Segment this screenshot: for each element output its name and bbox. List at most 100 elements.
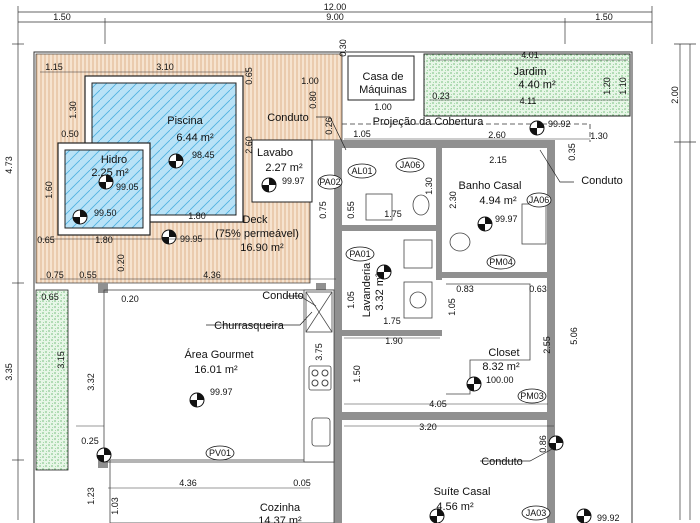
cooktop bbox=[308, 365, 332, 391]
dim-1-50: 1.50 bbox=[352, 365, 362, 383]
area-lavanderia: 3.32 m² bbox=[374, 273, 386, 311]
lot-outline bbox=[33, 51, 633, 523]
dim-0-63: 0.63 bbox=[529, 284, 547, 294]
dim-side-lower: 3.35 bbox=[4, 363, 14, 381]
dim-0-25: 0.25 bbox=[81, 436, 99, 446]
level-marks: 98.45 99.05 99.50 99.95 99.97 99.92 99.9… bbox=[72, 119, 620, 523]
tag-pm03: PM03 bbox=[520, 391, 544, 401]
dim-1-20: 1.20 bbox=[602, 77, 612, 95]
dim-left: 1.50 bbox=[53, 12, 71, 22]
label-projecao: Projeção da Cobertura bbox=[373, 116, 485, 128]
tag-ja06-banho: JA06 bbox=[529, 195, 550, 205]
label-casa-maquinas-2: Máquinas bbox=[359, 84, 407, 96]
level-99-97-gourmet: 99.97 bbox=[210, 387, 233, 397]
tag-pa02: PA02 bbox=[319, 177, 340, 187]
label-cozinha: Cozinha bbox=[260, 502, 301, 514]
dim-0-30: 0.30 bbox=[338, 39, 348, 57]
dim-0-65-left: 0.65 bbox=[37, 235, 55, 245]
dim-right: 1.50 bbox=[595, 12, 613, 22]
label-conduto-1: Conduto bbox=[267, 112, 309, 124]
tag-pm04: PM04 bbox=[489, 257, 513, 267]
dim-1-10: 1.10 bbox=[618, 77, 628, 95]
tags bbox=[205, 157, 552, 521]
dim-0-23: 0.23 bbox=[432, 91, 450, 101]
laundry-tank bbox=[403, 239, 433, 269]
washing-machine bbox=[403, 281, 433, 319]
dim-1-75-b: 1.75 bbox=[384, 209, 402, 219]
leader-lines bbox=[206, 116, 574, 462]
dim-4-36-b: 4.36 bbox=[179, 478, 197, 488]
casa-maquinas-room bbox=[347, 55, 415, 101]
dim-1-23: 1.23 bbox=[86, 487, 96, 505]
area-deck: 16.90 m² bbox=[240, 242, 284, 254]
dim-middle: 9.00 bbox=[326, 12, 344, 22]
internal-dimensions: 1.15 3.10 0.65 1.30 0.50 1.60 1.80 1.80 … bbox=[37, 39, 628, 515]
walls bbox=[98, 140, 555, 523]
dim-0-65-top: 0.65 bbox=[244, 67, 254, 85]
sink bbox=[311, 417, 331, 447]
level-mark bbox=[72, 209, 88, 225]
level-mark bbox=[529, 120, 545, 136]
dim-2-60-b: 2.60 bbox=[488, 130, 506, 140]
dim-1-00-a: 1.00 bbox=[374, 102, 392, 112]
label-jardim: Jardim bbox=[513, 66, 546, 78]
gourmet-outline bbox=[103, 289, 335, 463]
area-lavabo: 2.27 m² bbox=[265, 162, 303, 174]
dim-4-36-a: 4.36 bbox=[203, 270, 221, 280]
dim-1-15: 1.15 bbox=[45, 62, 63, 72]
dim-2-30: 2.30 bbox=[448, 191, 458, 209]
dim-2-15: 2.15 bbox=[489, 155, 507, 165]
dim-side-right: 2.00 bbox=[670, 86, 680, 104]
dim-side-upper: 4.73 bbox=[4, 156, 14, 174]
dim-1-60: 1.60 bbox=[44, 181, 54, 199]
label-closet: Closet bbox=[488, 347, 519, 359]
lavabo-sink bbox=[365, 193, 393, 221]
level-mark bbox=[261, 177, 277, 193]
lavabo-toilet bbox=[412, 194, 430, 216]
dim-0-65-garden: 0.65 bbox=[41, 292, 59, 302]
dim-0-86: 0.86 bbox=[538, 435, 548, 453]
dim-2-60-a: 2.60 bbox=[244, 136, 254, 154]
dim-0-80: 0.80 bbox=[308, 91, 318, 109]
label-churrasqueira: Churrasqueira bbox=[214, 320, 285, 332]
dim-1-30-right: 1.30 bbox=[590, 131, 608, 141]
dim-1-05-a: 1.05 bbox=[353, 129, 371, 139]
label-conduto-3: Conduto bbox=[262, 290, 304, 302]
level-mark bbox=[161, 229, 177, 245]
dim-3-20: 3.20 bbox=[419, 422, 437, 432]
level-100-00-closet: 100.00 bbox=[486, 375, 514, 385]
jardim-area bbox=[423, 53, 631, 117]
label-conduto-4: Conduto bbox=[481, 456, 523, 468]
dim-0-75-a: 0.75 bbox=[46, 270, 64, 280]
level-mark bbox=[477, 216, 493, 232]
dim-0-75-lavabo: 0.75 bbox=[318, 201, 328, 219]
roof-projection-line bbox=[342, 123, 591, 142]
level-99-97-lavabo: 99.97 bbox=[282, 176, 305, 186]
top-dimension-lines bbox=[17, 6, 653, 44]
dim-5-06: 5.06 bbox=[569, 327, 579, 345]
label-banho-casal: Banho Casal bbox=[459, 180, 522, 192]
dim-3-15: 3.15 bbox=[56, 351, 66, 369]
label-casa-maquinas-1: Casa de bbox=[363, 71, 404, 83]
note-deck: (75% permeável) bbox=[215, 228, 299, 240]
dim-0-05: 0.05 bbox=[293, 478, 311, 488]
label-area-gourmet: Área Gourmet bbox=[184, 348, 253, 361]
label-hidro: Hidro bbox=[101, 154, 127, 166]
level-mark bbox=[429, 508, 445, 523]
dim-0-26: 0.26 bbox=[324, 117, 334, 135]
lavabo-room bbox=[251, 139, 313, 203]
dim-1-05-lav: 1.05 bbox=[346, 291, 356, 309]
dim-4-05: 4.05 bbox=[429, 399, 447, 409]
level-mark bbox=[466, 376, 482, 392]
tag-ja03: JA03 bbox=[526, 508, 547, 518]
dim-0-35: 0.35 bbox=[567, 143, 577, 161]
level-mark bbox=[376, 264, 392, 280]
dim-1-05-closet: 1.05 bbox=[447, 298, 457, 316]
level-mark bbox=[98, 174, 114, 190]
dim-1-30: 1.30 bbox=[68, 101, 78, 119]
tag-pa01: PA01 bbox=[349, 249, 370, 259]
dim-1-00-b: 1.00 bbox=[301, 76, 319, 86]
label-conduto-2: Conduto bbox=[581, 175, 623, 187]
dim-1-90: 1.90 bbox=[385, 336, 403, 346]
